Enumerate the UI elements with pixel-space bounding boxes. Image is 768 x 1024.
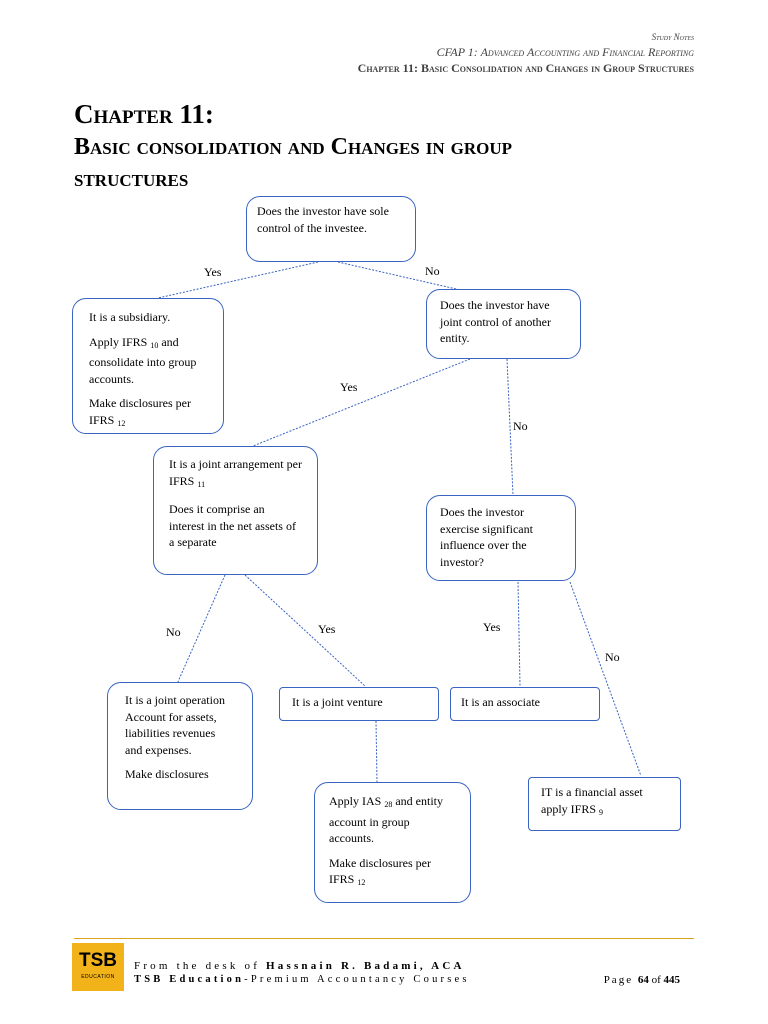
edge-label-no: No — [605, 650, 620, 664]
question-text: Does the investor exercise significant i… — [440, 505, 533, 569]
footer-brand-line: TSB Education-Premium Accountancy Course… — [134, 974, 470, 985]
footer-divider — [74, 938, 694, 939]
box-text: Make disclosures per IFRS 12 — [329, 855, 431, 888]
box-text: Apply IAS 28 and entity account in group… — [329, 794, 443, 845]
edge-label-yes: Yes — [318, 622, 336, 636]
edge-label-no: No — [425, 264, 440, 278]
running-header-study-notes: Study Notes — [651, 32, 694, 42]
joint-operation-box: It is a joint operation Account for asse… — [107, 682, 253, 810]
footer-author-line: From the desk of Hassnain R. Badami, ACA — [134, 960, 465, 972]
connector-line — [517, 581, 521, 687]
box-text: Make disclosures per IFRS 12 — [89, 396, 191, 428]
question-text: Does the investor have sole control of t… — [257, 204, 389, 235]
connector-line — [244, 574, 366, 687]
chapter-title-line: Basic consolidation and Changes in group — [74, 134, 513, 160]
connector-line — [375, 720, 378, 783]
box-text: It is an associate — [461, 695, 540, 709]
box-text: Make disclosures — [125, 767, 209, 781]
edge-label-yes: Yes — [483, 620, 501, 634]
edge-label-yes: Yes — [204, 265, 222, 279]
joint-venture-box: It is a joint venture — [279, 687, 439, 721]
edge-label-no: No — [513, 419, 528, 433]
connector-line — [176, 574, 226, 685]
box-text: It is a joint operation Account for asse… — [125, 693, 225, 757]
box-text: IT is a financial asset apply IFRS — [541, 785, 643, 816]
chapter-title-number: Chapter 11: — [74, 99, 214, 129]
question-sole-control-box: Does the investor have sole control of t… — [246, 196, 416, 262]
question-significant-influence-box: Does the investor exercise significant i… — [426, 495, 576, 581]
box-text: Apply IFRS 10 and consolidate into group… — [89, 334, 197, 386]
connector-line — [506, 358, 514, 496]
apply-ias-box: Apply IAS 28 and entity account in group… — [314, 782, 471, 903]
connector-line — [157, 261, 319, 299]
box-text: It is a joint arrangement per IFRS 11 — [169, 457, 302, 489]
joint-arrangement-box: It is a joint arrangement per IFRS 11 Do… — [153, 446, 318, 575]
box-text: It is a joint venture — [292, 695, 383, 709]
box-text: Does it comprise an interest in the net … — [169, 502, 296, 549]
edge-label-yes: Yes — [340, 380, 358, 394]
chapter-title-line: structures — [74, 166, 189, 192]
subsidiary-box: It is a subsidiary. Apply IFRS 10 and co… — [72, 298, 224, 434]
question-text: Does the investor have joint control of … — [440, 298, 551, 345]
connector-line — [569, 581, 642, 777]
financial-asset-box: IT is a financial asset apply IFRS 9 — [528, 777, 681, 831]
running-header-course: CFAP 1: Advanced Accounting and Financia… — [436, 45, 694, 59]
connector-line — [252, 358, 471, 447]
running-header-chapter: Chapter 11: Basic Consolidation and Chan… — [357, 61, 694, 75]
tsb-logo: TSB EDUCATION — [72, 943, 124, 991]
associate-box: It is an associate — [450, 687, 600, 721]
page-number: Page 64 of 445 — [603, 974, 680, 986]
box-text: It is a subsidiary. — [89, 310, 171, 324]
connector-line — [337, 261, 466, 292]
edge-label-no: No — [166, 625, 181, 639]
question-joint-control-box: Does the investor have joint control of … — [426, 289, 581, 359]
